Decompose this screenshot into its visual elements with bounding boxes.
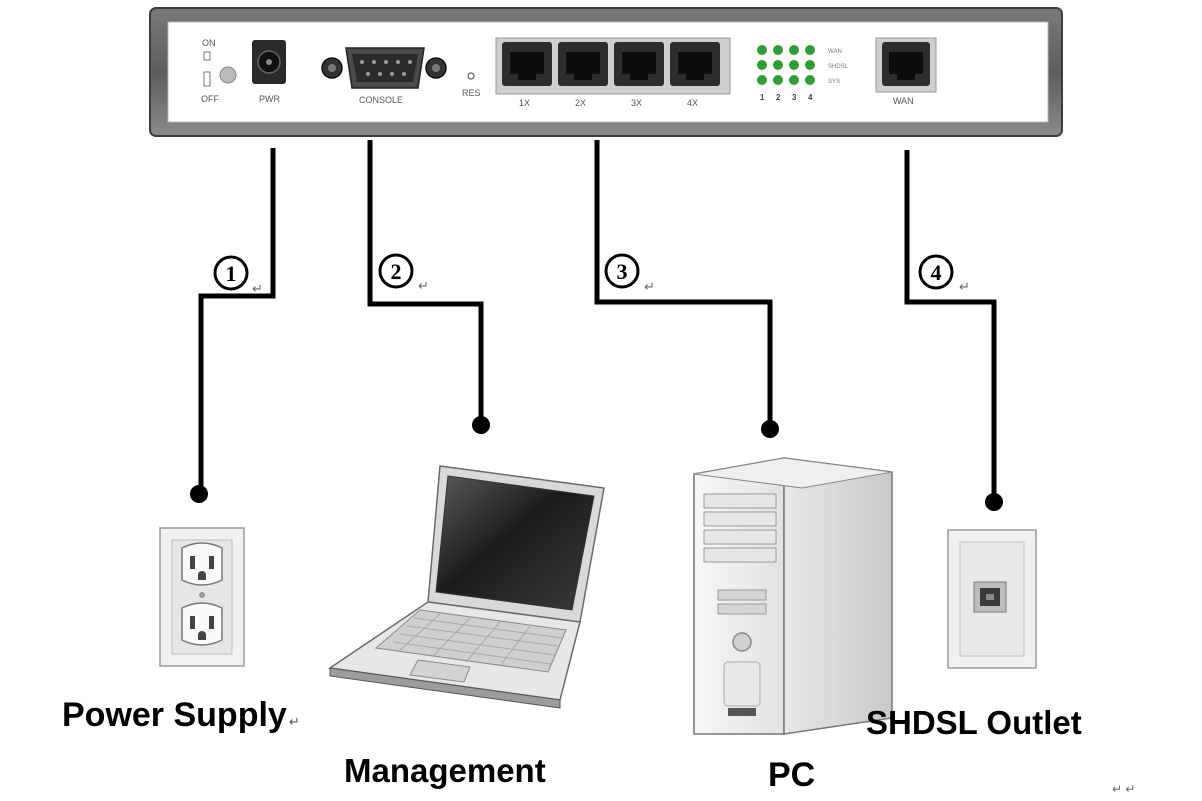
power-supply-label: Power Supply↵: [62, 696, 300, 735]
led-indicator: [757, 45, 767, 55]
power-supply-text: Power Supply: [62, 696, 287, 734]
stray-return-marks: ↵ ↵: [1112, 782, 1136, 796]
led-indicator: [757, 60, 767, 70]
led-indicator: [789, 75, 799, 85]
led-indicator: [789, 45, 799, 55]
laptop-image: [327, 465, 605, 709]
return-mark-4: ↵: [959, 280, 970, 295]
step-number-2: 2: [391, 259, 402, 284]
lan-cable-line: [594, 140, 773, 428]
led-indicator: [757, 75, 767, 85]
wan-port[interactable]: WAN: [875, 37, 937, 106]
socket-bottom: [181, 602, 223, 646]
return-mark-2: ↵: [418, 279, 429, 294]
led-col-label-4: 4: [808, 93, 813, 102]
led-indicator: [789, 60, 799, 70]
lan-port-3x[interactable]: 3X: [614, 42, 664, 108]
led-indicator: [805, 75, 815, 85]
lan-port-label-1x: 1X: [519, 98, 530, 108]
lan-port-label-4x: 4X: [687, 98, 698, 108]
wan-cable-line: [904, 150, 997, 502]
lan-port-1x[interactable]: 1X: [502, 42, 552, 108]
socket-top: [181, 542, 223, 586]
power-cable-end: [190, 485, 208, 503]
console-port[interactable]: CONSOLE: [321, 47, 447, 105]
step-1: 1 ↵: [213, 255, 263, 297]
lan-port-group: 1X 2X 3X 4X: [495, 37, 731, 108]
reset-button[interactable]: RES: [462, 72, 481, 98]
power-cable-line: [198, 148, 276, 494]
power-outlet-image: [159, 527, 245, 667]
led-indicator: [773, 60, 783, 70]
led-row-label-wan: WAN: [828, 49, 842, 55]
lan-port-2x[interactable]: 2X: [558, 42, 608, 108]
switch-on-label: ON: [202, 38, 216, 48]
lan-port-4x[interactable]: 4X: [670, 42, 720, 108]
lan-port-label-2x: 2X: [575, 98, 586, 108]
led-row-label-shdsl: SHDSL: [828, 64, 849, 70]
step-4: 4 ↵: [918, 254, 970, 295]
step-2: 2 ↵: [378, 253, 429, 294]
step-number-4: 4: [931, 260, 942, 285]
console-label: CONSOLE: [359, 95, 403, 105]
pc-tower-image: [693, 457, 893, 735]
shdsl-outlet-image: [947, 529, 1037, 669]
return-mark-1: ↵: [252, 282, 263, 297]
power-port[interactable]: PWR: [252, 40, 286, 104]
led-indicator: [773, 75, 783, 85]
router: ON OFF PWR CONSOLE: [149, 7, 1063, 137]
console-cable-end: [472, 416, 490, 434]
lan-port-label-3x: 3X: [631, 98, 642, 108]
reset-label: RES: [462, 88, 481, 98]
wan-label: WAN: [893, 96, 914, 106]
lan-cable-end: [761, 420, 779, 438]
switch-off-label: OFF: [201, 94, 219, 104]
led-col-label-1: 1: [760, 93, 765, 102]
led-indicator: [805, 60, 815, 70]
step-number-3: 3: [617, 259, 628, 284]
shdsl-outlet-label: SHDSL Outlet: [866, 704, 1082, 741]
led-row-label-sys: SYS: [828, 79, 840, 85]
pwr-label: PWR: [259, 94, 280, 104]
power-supply-return-mark: ↵: [288, 714, 300, 729]
wan-cable-end: [985, 493, 1003, 511]
led-indicator: [805, 45, 815, 55]
return-mark-3: ↵: [644, 280, 655, 295]
step-number-1: 1: [226, 261, 237, 286]
led-col-label-2: 2: [776, 93, 781, 102]
management-label: Management: [344, 752, 546, 789]
step-3: 3 ↵: [604, 253, 655, 295]
led-panel: WAN SHDSL SYS 1 2 3 4: [757, 45, 849, 102]
led-indicator: [773, 45, 783, 55]
console-cable-line: [367, 140, 484, 425]
led-col-label-3: 3: [792, 93, 797, 102]
power-switch[interactable]: ON OFF: [201, 38, 237, 104]
pc-label: PC: [768, 756, 816, 794]
